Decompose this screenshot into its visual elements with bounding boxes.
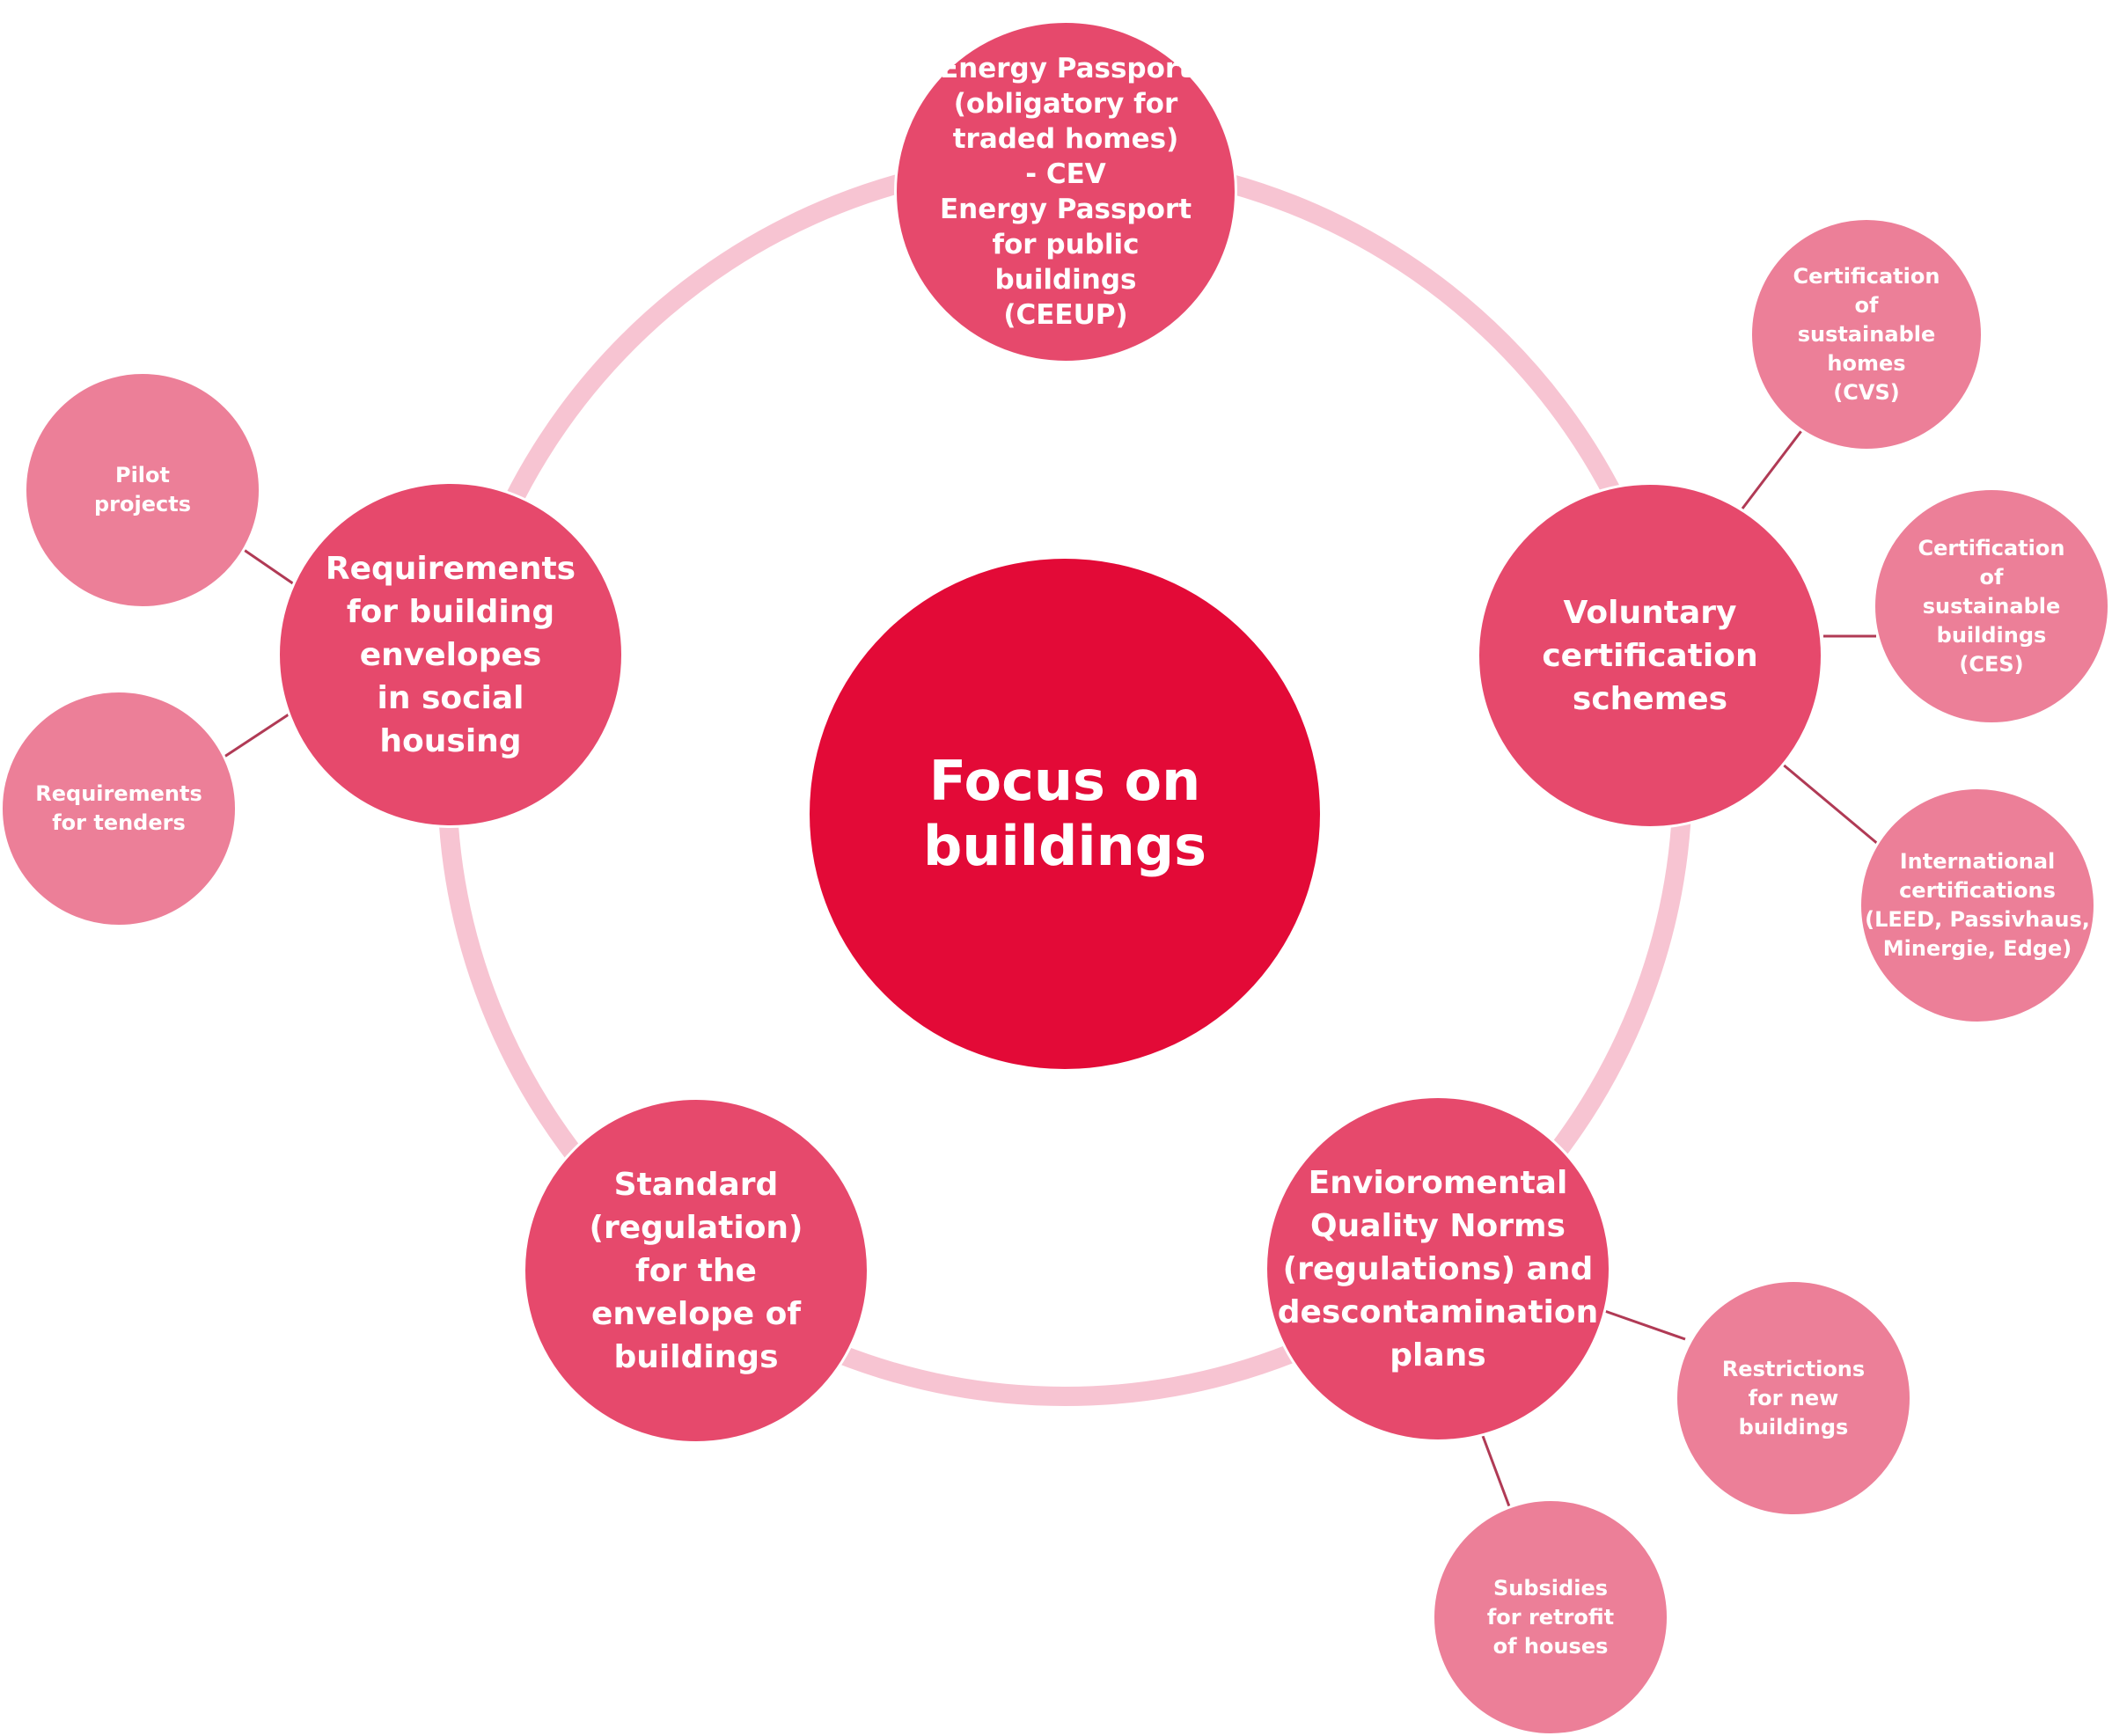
pilot-node: Pilot projects — [24, 371, 261, 609]
connector-tenders — [224, 713, 290, 758]
standard-envelope-label: Standard (regulation) for the envelope o… — [589, 1166, 803, 1375]
tenders-label: Requirements for tenders — [35, 781, 202, 835]
connector-restrictions — [1596, 1307, 1686, 1341]
international-label: International certifications (LEED, Pass… — [1865, 849, 2090, 961]
social-housing-node: Requirements for building envelopes in s… — [277, 481, 624, 828]
connector-international — [1781, 762, 1880, 846]
energy-passport-label: Energy Passport (obligatory for traded h… — [939, 53, 1192, 331]
international-node: International certifications (LEED, Pass… — [1859, 787, 2096, 1024]
center-node: Focus on buildings — [810, 559, 1320, 1069]
connector-pilot — [237, 544, 300, 590]
subsidies-label: Subsidies for retrofit of houses — [1486, 1575, 1615, 1659]
voluntary-certification-label: Voluntary certification schemes — [1542, 594, 1758, 717]
cvs-node: Certification of sustainable homes (CVS) — [1749, 217, 1984, 451]
connector-subsidies — [1481, 1435, 1511, 1507]
restrictions-node: Restrictions for new buildings — [1675, 1279, 1912, 1517]
pilot-label: Pilot projects — [94, 463, 191, 516]
environmental-norms-node: Envioromental Quality Norms (regulations… — [1265, 1095, 1611, 1442]
tenders-node: Requirements for tenders — [0, 690, 238, 927]
standard-envelope-node: Standard (regulation) for the envelope o… — [523, 1097, 869, 1444]
center-label: Focus on buildings — [922, 749, 1207, 878]
environmental-norms-label: Envioromental Quality Norms (regulations… — [1277, 1164, 1599, 1373]
voluntary-certification-node: Voluntary certification schemes — [1477, 482, 1823, 829]
ces-label: Certification of sustainable buildings (… — [1918, 535, 2065, 677]
subsidies-node: Subsidies for retrofit of houses — [1432, 1498, 1669, 1736]
cvs-label: Certification of sustainable homes (CVS) — [1793, 263, 1940, 405]
restrictions-label: Restrictions for new buildings — [1721, 1356, 1866, 1439]
energy-passport-node: Energy Passport (obligatory for traded h… — [894, 20, 1237, 363]
ces-node: Certification of sustainable buildings (… — [1873, 487, 2110, 725]
social-housing-label: Requirements for building envelopes in s… — [325, 550, 576, 759]
